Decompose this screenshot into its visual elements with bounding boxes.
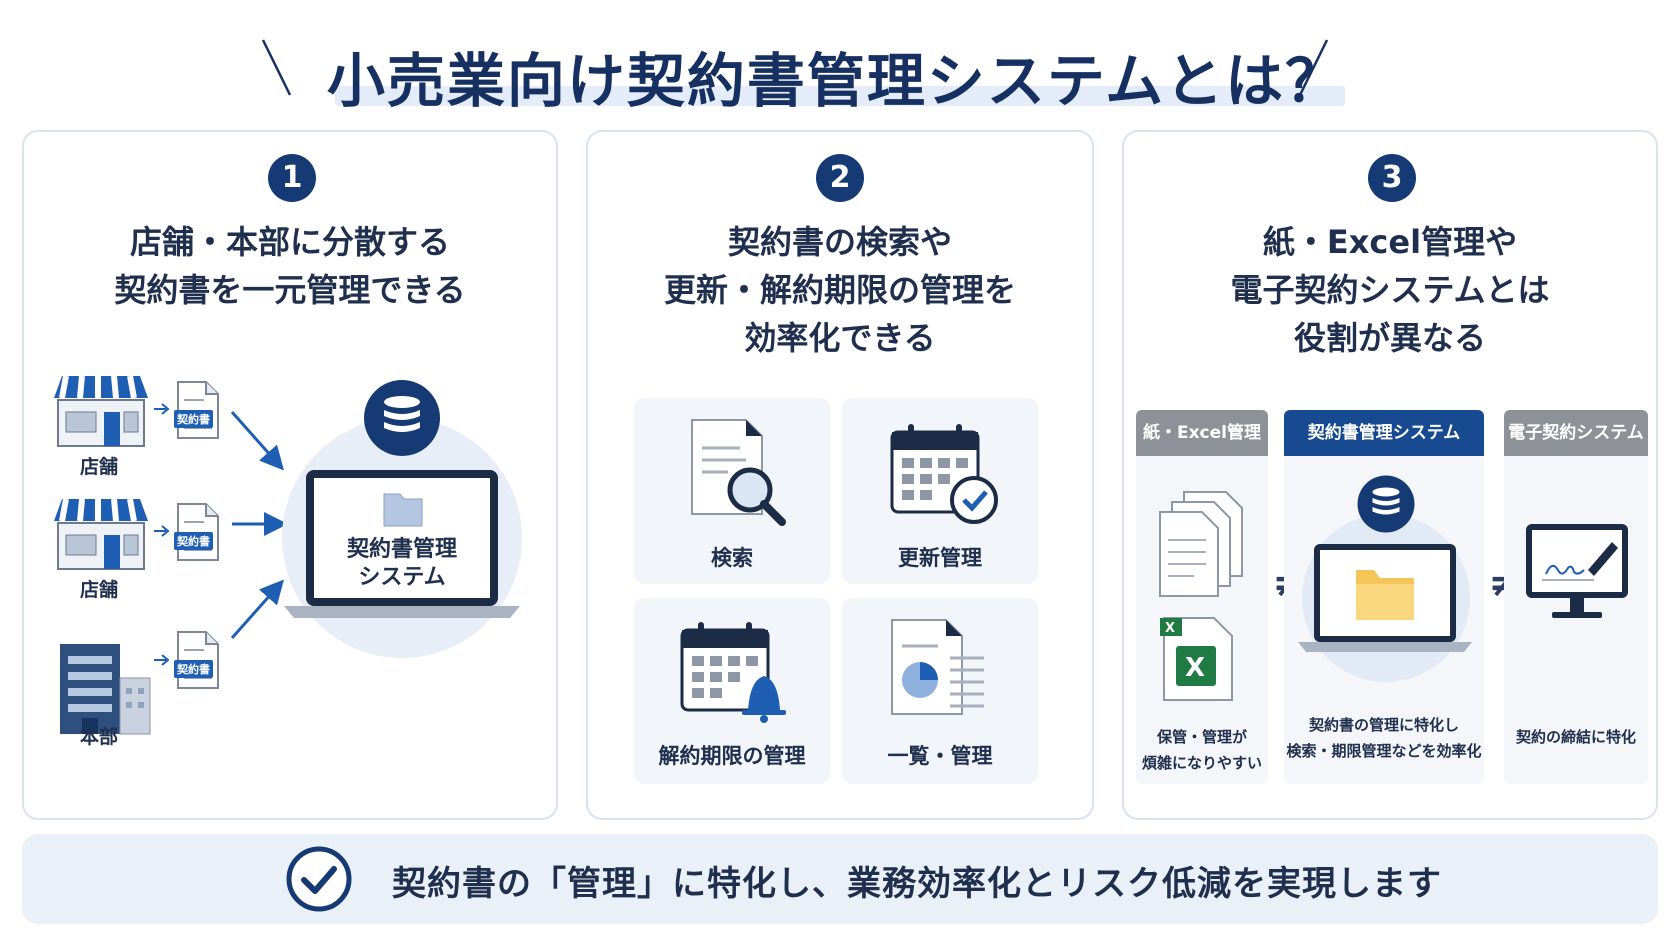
conclusion-text: 契約書の「管理」に特化し、業務効率化とリスク低減を実現します bbox=[392, 864, 1442, 904]
column-e-contract: 電子契約システム 契約の締結に特化 bbox=[1504, 410, 1648, 784]
card-roles: 3 紙・Excel管理や 電子契約システムとは 役割が異なる 紙・Excel管理… bbox=[1122, 130, 1658, 820]
calendar-bell-icon bbox=[680, 622, 786, 723]
document-tag: 契約書 bbox=[174, 660, 213, 678]
column-description: 契約書の管理に特化し 検索・期限管理などを効率化 bbox=[1286, 716, 1482, 760]
feature-label: 検索 bbox=[711, 546, 753, 570]
feature-tile-search: 検索 bbox=[634, 398, 830, 584]
check-circle-icon bbox=[286, 846, 352, 912]
feature-tile-renewal: 更新管理 bbox=[842, 398, 1038, 584]
database-icon bbox=[364, 380, 440, 456]
paper-stack-icon bbox=[1159, 491, 1243, 597]
title-slash-right-icon bbox=[1298, 39, 1329, 96]
document-tag: 契約書 bbox=[174, 532, 213, 550]
feature-label: 解約期限の管理 bbox=[658, 744, 806, 768]
source-label: 店舗 bbox=[79, 579, 118, 601]
svg-text:X: X bbox=[1185, 653, 1205, 683]
arrow-right-icon bbox=[154, 525, 170, 537]
arrow-right-icon bbox=[154, 403, 170, 415]
store-icon bbox=[54, 498, 148, 570]
column-header: 契約書管理システム bbox=[1284, 410, 1484, 456]
system-label: 契約書管理 システム bbox=[346, 537, 457, 590]
card-efficiency: 2 契約書の検索や 更新・解約期限の管理を 効率化できる 検索 更新管理 bbox=[586, 130, 1094, 820]
feature-tile-termination: 解約期限の管理 bbox=[634, 598, 830, 784]
title-area: 小売業向け契約書管理システムとは？ bbox=[0, 30, 1672, 115]
arrow-right-icon bbox=[154, 654, 170, 666]
excel-file-icon: X X bbox=[1160, 617, 1233, 701]
column-description: 契約の締結に特化 bbox=[1515, 728, 1636, 746]
headquarters-building-icon bbox=[60, 644, 151, 735]
card-title: 店舗・本部に分散する 契約書を一元管理できる bbox=[114, 223, 466, 309]
source-label: 本部 bbox=[79, 726, 118, 748]
laptop-folder-icon bbox=[1298, 544, 1472, 652]
card-title: 契約書の検索や 更新・解約期限の管理を 効率化できる bbox=[663, 223, 1016, 357]
database-icon bbox=[1357, 475, 1415, 533]
page-title: 小売業向け契約書管理システムとは？ bbox=[326, 47, 1346, 115]
converging-arrows bbox=[230, 411, 288, 639]
card-number: 3 bbox=[1368, 154, 1416, 202]
column-description: 保管・管理が 煩雑になりやすい bbox=[1141, 728, 1262, 772]
document-tag: 契約書 bbox=[174, 410, 213, 428]
feature-tile-overview: 一覧・管理 bbox=[842, 598, 1038, 784]
feature-label: 更新管理 bbox=[898, 546, 982, 570]
feature-label: 一覧・管理 bbox=[887, 744, 993, 768]
monitor-signature-icon bbox=[1526, 524, 1628, 618]
svg-text:X: X bbox=[1165, 621, 1175, 636]
title-slash-left-icon bbox=[261, 39, 292, 96]
search-document-icon bbox=[691, 419, 786, 526]
laptop-icon bbox=[284, 470, 520, 618]
column-header: 紙・Excel管理 bbox=[1136, 410, 1268, 456]
conclusion-bar: 契約書の「管理」に特化し、業務効率化とリスク低減を実現します bbox=[22, 834, 1658, 924]
column-paper-excel: 紙・Excel管理 X X 保管・管理が 煩雑になりやすい bbox=[1136, 410, 1268, 784]
document-chart-icon bbox=[891, 619, 984, 715]
card-title: 紙・Excel管理や 電子契約システムとは 役割が異なる bbox=[1230, 223, 1550, 357]
card-centralize: 1 店舗・本部に分散する 契約書を一元管理できる 店舗 契約書 店舗 契約書 bbox=[22, 130, 558, 820]
card-number: 1 bbox=[268, 154, 316, 202]
store-icon bbox=[54, 375, 148, 447]
title-highlight bbox=[335, 86, 1345, 106]
column-header: 電子契約システム bbox=[1504, 410, 1648, 456]
source-label: 店舗 bbox=[79, 456, 118, 478]
card-number: 2 bbox=[816, 154, 864, 202]
calendar-check-icon bbox=[890, 424, 998, 524]
column-contract-management: 契約書管理システム 契約書の管理に特化し 検索・期限管理などを効率化 bbox=[1284, 410, 1484, 784]
